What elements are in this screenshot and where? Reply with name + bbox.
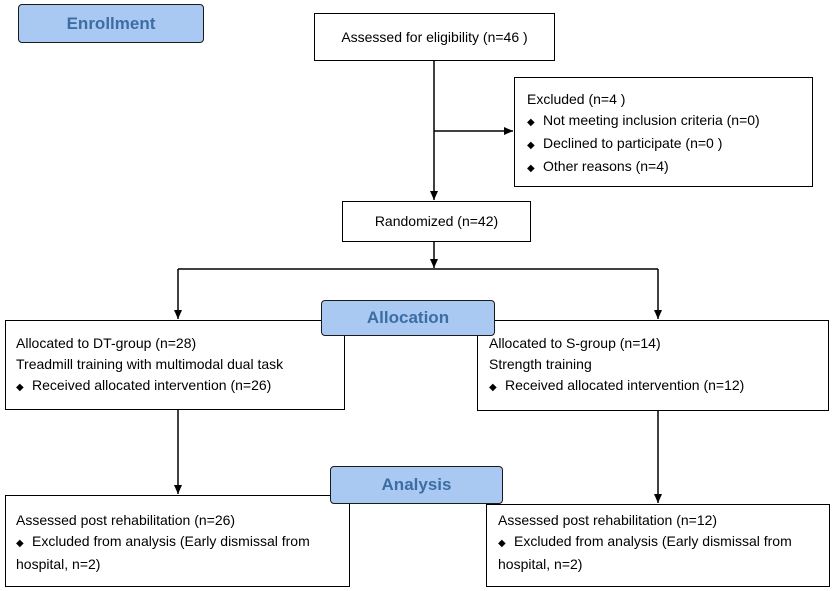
s-analysis-title: Assessed post rehabilitation (n=12) <box>498 512 718 528</box>
bullet-icon: ◆ <box>527 117 535 128</box>
excluded-box: Excluded (n=4 ) ◆Not meeting inclusion c… <box>514 77 813 187</box>
dt-analysis-box: Assessed post rehabilitation (n=26) ◆Exc… <box>5 495 350 587</box>
randomized-text: Randomized (n=42) <box>374 213 499 229</box>
bullet-icon: ◆ <box>16 382 24 393</box>
dt-analysis-item-cont: hospital, n=2) <box>16 556 101 572</box>
bullet-icon: ◆ <box>527 163 535 174</box>
assessed-box: Assessed for eligibility (n=46 ) <box>314 13 555 61</box>
stage-allocation: Allocation <box>321 300 495 336</box>
dt-group-title: Allocated to DT-group (n=28) <box>16 335 197 351</box>
randomized-box: Randomized (n=42) <box>342 201 531 242</box>
bullet-icon: ◆ <box>498 538 506 549</box>
s-group-item: ◆Received allocated intervention (n=12) <box>489 375 828 398</box>
bullet-icon: ◆ <box>489 382 497 393</box>
bullet-icon: ◆ <box>16 538 24 549</box>
excluded-title: Excluded (n=4 ) <box>527 91 626 107</box>
dt-group-item: ◆Received allocated intervention (n=26) <box>16 375 344 398</box>
assessed-text: Assessed for eligibility (n=46 ) <box>341 28 528 45</box>
excluded-item: ◆Other reasons (n=4) <box>527 156 812 179</box>
dt-group-box: Allocated to DT-group (n=28) Treadmill t… <box>5 320 345 410</box>
s-analysis-item-cont: hospital, n=2) <box>498 556 583 572</box>
stage-enrollment: Enrollment <box>18 4 204 43</box>
dt-group-subtitle: Treadmill training with multimodal dual … <box>16 356 284 372</box>
excluded-item: ◆Declined to participate (n=0 ) <box>527 133 812 156</box>
s-group-title: Allocated to S-group (n=14) <box>489 335 661 351</box>
s-group-subtitle: Strength training <box>489 356 592 372</box>
stage-enrollment-label: Enrollment <box>66 13 156 33</box>
bullet-icon: ◆ <box>527 140 535 151</box>
stage-allocation-label: Allocation <box>366 308 450 327</box>
s-analysis-box: Assessed post rehabilitation (n=12) ◆Exc… <box>486 504 830 587</box>
s-group-box: Allocated to S-group (n=14) Strength tra… <box>477 320 829 411</box>
excluded-item: ◆Not meeting inclusion criteria (n=0) <box>527 110 812 133</box>
stage-analysis: Analysis <box>330 466 503 504</box>
s-analysis-item: ◆Excluded from analysis (Early dismissal… <box>498 531 829 554</box>
dt-analysis-title: Assessed post rehabilitation (n=26) <box>16 512 236 528</box>
dt-analysis-item: ◆Excluded from analysis (Early dismissal… <box>16 531 349 554</box>
stage-analysis-label: Analysis <box>381 475 452 494</box>
